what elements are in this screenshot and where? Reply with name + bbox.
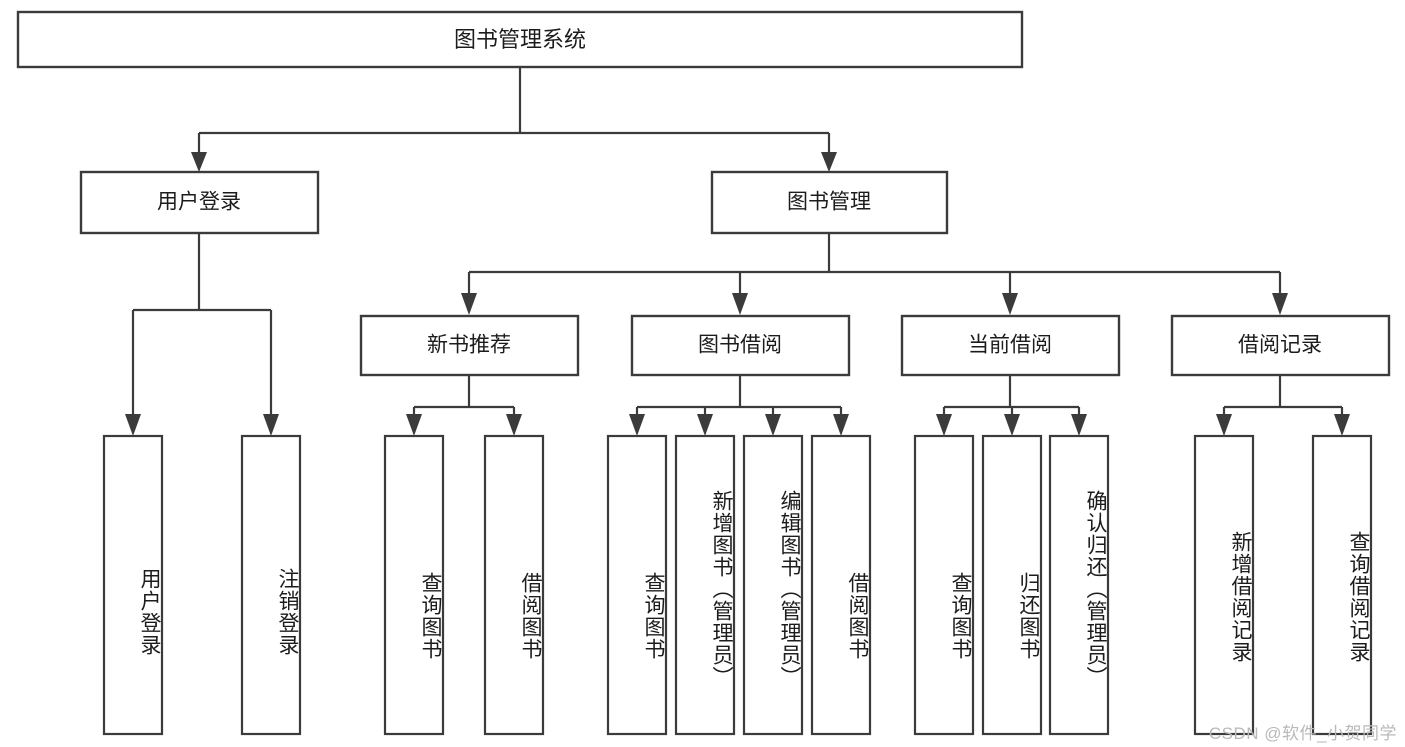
arrowhead-leaf-edit-book-admin [765, 414, 781, 436]
node-new-book-recommend-label: 新书推荐 [427, 334, 511, 357]
node-current-borrow-label: 当前借阅 [968, 334, 1052, 357]
connector-layer [125, 67, 1350, 436]
arrowhead-leaf-query-book-3 [936, 414, 952, 436]
arrowhead-user-login [191, 152, 207, 172]
node-current-borrow[interactable]: 当前借阅 [900, 314, 1121, 377]
node-new-book-recommend[interactable]: 新书推荐 [359, 314, 580, 377]
node-user-login[interactable]: 用户登录 [79, 170, 320, 235]
arrowhead-new-book-recommend [461, 293, 477, 315]
arrowhead-leaf-query-book-2 [629, 414, 645, 436]
arrowhead-leaf-return-book [1004, 414, 1020, 436]
leaf-add-borrow-record-box[interactable] [1193, 434, 1255, 736]
arrowhead-leaf-add-book-admin [697, 414, 713, 436]
leaf-confirm-return-admin-box[interactable] [1048, 434, 1110, 736]
node-borrow-record-label: 借阅记录 [1238, 334, 1322, 357]
arrowhead-leaf-add-borrow-record [1216, 414, 1232, 436]
node-borrow-record-box[interactable] [1170, 314, 1391, 377]
arrowhead-book-borrow [732, 293, 748, 315]
arrowhead-leaf-borrow-book-1 [506, 414, 522, 436]
node-book-borrow-label: 图书借阅 [698, 334, 782, 357]
leaf-box-layer [102, 434, 1373, 736]
arrowhead-leaf-query-book-1 [406, 414, 422, 436]
arrowhead-leaf-user-login [125, 414, 141, 436]
leaf-user-login-box[interactable] [102, 434, 164, 736]
leaf-query-borrow-record-box[interactable] [1311, 434, 1373, 736]
node-book-management[interactable]: 图书管理 [710, 170, 949, 235]
arrowhead-borrow-record [1272, 293, 1288, 315]
arrowhead-leaf-borrow-book-2 [833, 414, 849, 436]
node-user-login-box[interactable] [79, 170, 320, 235]
leaf-edit-book-admin-box[interactable] [742, 434, 804, 736]
node-current-borrow-box[interactable] [900, 314, 1121, 377]
leaf-query-book-3-box[interactable] [913, 434, 975, 736]
arrowhead-current-borrow [1002, 293, 1018, 315]
leaf-query-book-1-box[interactable] [383, 434, 445, 736]
node-new-book-recommend-box[interactable] [359, 314, 580, 377]
node-book-management-label: 图书管理 [787, 191, 871, 214]
leaf-add-book-admin-box[interactable] [674, 434, 736, 736]
leaf-borrow-book-1-box[interactable] [483, 434, 545, 736]
node-book-borrow[interactable]: 图书借阅 [630, 314, 851, 377]
arrowhead-leaf-confirm-return-admin [1071, 414, 1087, 436]
csdn-watermark: CSDN @软件_小贺同学 [1208, 724, 1397, 743]
leaf-query-book-2-box[interactable] [606, 434, 668, 736]
node-book-management-box[interactable] [710, 170, 949, 235]
root-node-box[interactable] [16, 10, 1024, 69]
node-borrow-record[interactable]: 借阅记录 [1170, 314, 1391, 377]
node-user-login-label: 用户登录 [157, 191, 241, 214]
leaf-logout-box[interactable] [240, 434, 302, 736]
node-book-borrow-box[interactable] [630, 314, 851, 377]
arrowhead-book-management [821, 152, 837, 172]
leaf-borrow-book-2-box[interactable] [810, 434, 872, 736]
arrowhead-leaf-logout [263, 414, 279, 436]
arrowhead-leaf-query-borrow-record [1334, 414, 1350, 436]
root-node-label: 图书管理系统 [454, 27, 586, 52]
root-node[interactable]: 图书管理系统 [16, 10, 1024, 69]
leaf-return-book-box[interactable] [981, 434, 1043, 736]
